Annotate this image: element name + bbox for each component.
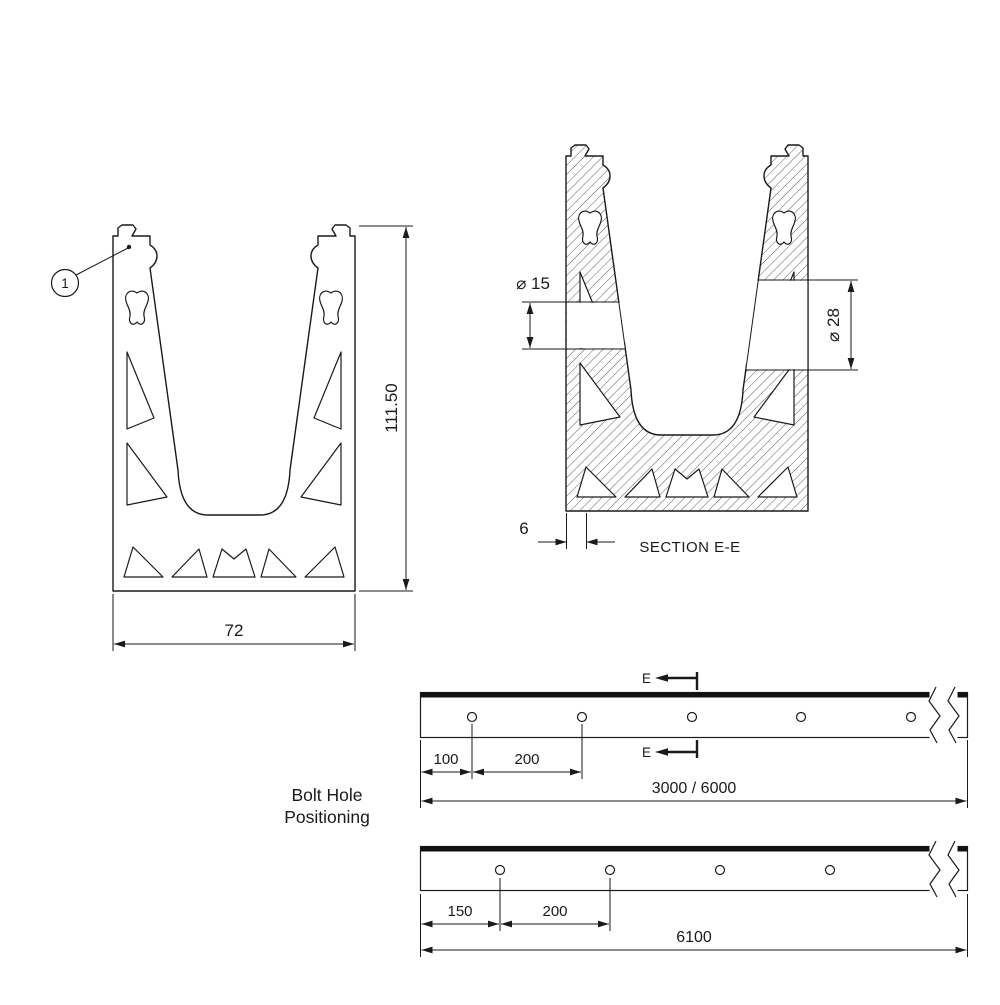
break-gap	[929, 686, 958, 744]
dimension-text: 200	[542, 903, 567, 920]
base-thickness-dimension: 6	[519, 513, 615, 549]
dimension-text: ⌀ 15	[516, 274, 550, 293]
profile-front-view: 1 111.50 72	[50, 225, 413, 651]
balloon-leader-line	[75, 247, 129, 276]
bar-body	[419, 845, 969, 892]
bar1-dimensions: 100 200 3000 / 6000	[420, 724, 968, 808]
hole-void-area	[746, 280, 808, 370]
dimension-text: 100	[433, 751, 458, 768]
section-cut-marker-top: E	[642, 671, 699, 690]
bar2-dimensions: 150 200 6100	[420, 878, 968, 957]
cut-arrow-head	[655, 748, 668, 756]
bolt-hole	[576, 711, 588, 723]
bolt-hole	[714, 864, 726, 876]
section-cut-marker-bottom: E	[642, 740, 699, 760]
hole-void-area	[567, 302, 625, 349]
dimension-text: 3000 / 6000	[652, 780, 737, 797]
dimension-text: 200	[514, 751, 539, 768]
bar-plan-view-3000: E E 100 200 3000 / 6000	[419, 671, 969, 808]
break-gap	[929, 840, 958, 898]
item-balloon: 1	[50, 244, 132, 298]
large-hole-void: ⌀ 28	[745, 279, 858, 371]
bolt-hole	[494, 864, 506, 876]
bolt-hole-heading-line2: Positioning	[284, 807, 370, 827]
bar-top-edge	[420, 846, 968, 852]
balloon-circle	[50, 268, 80, 298]
break-line	[928, 686, 941, 744]
balloon-number: 1	[61, 276, 69, 291]
cut-arrow-head	[655, 674, 668, 682]
break-line	[928, 840, 941, 898]
bolt-hole	[824, 864, 836, 876]
small-hole-void: ⌀ 15	[516, 274, 626, 350]
height-dimension: 111.50	[359, 225, 413, 592]
dimension-text: ⌀ 28	[824, 308, 843, 342]
section-title: SECTION E-E	[639, 539, 740, 556]
bolt-hole	[905, 711, 917, 723]
bolt-hole-heading: Bolt Hole Positioning	[284, 785, 370, 827]
dimension-text: 6	[519, 519, 528, 538]
dimension-text: 150	[447, 903, 472, 920]
width-dimension: 72	[112, 594, 356, 651]
profile-outline	[113, 225, 355, 591]
break-line	[947, 686, 960, 744]
bolt-hole-heading-line1: Bolt Hole	[291, 785, 362, 805]
bolt-hole	[604, 864, 616, 876]
wall-inner-edge	[745, 279, 759, 371]
cut-label: E	[642, 745, 651, 760]
section-view: ⌀ 15 ⌀ 28 6 SECTION E-E	[516, 145, 858, 556]
break-line	[947, 840, 960, 898]
balloon-leader-dot	[126, 244, 132, 250]
bar-plan-view-6100: 150 200 6100	[419, 840, 969, 957]
dimension-text: 72	[225, 621, 244, 640]
bolt-hole	[686, 711, 698, 723]
wall-inner-edge	[618, 301, 626, 349]
bolt-hole	[466, 711, 478, 723]
bolt-hole	[795, 711, 807, 723]
dimension-text: 111.50	[382, 383, 401, 432]
bar-top-edge	[420, 692, 968, 698]
dimension-text: 6100	[676, 929, 712, 946]
cut-label: E	[642, 671, 651, 686]
